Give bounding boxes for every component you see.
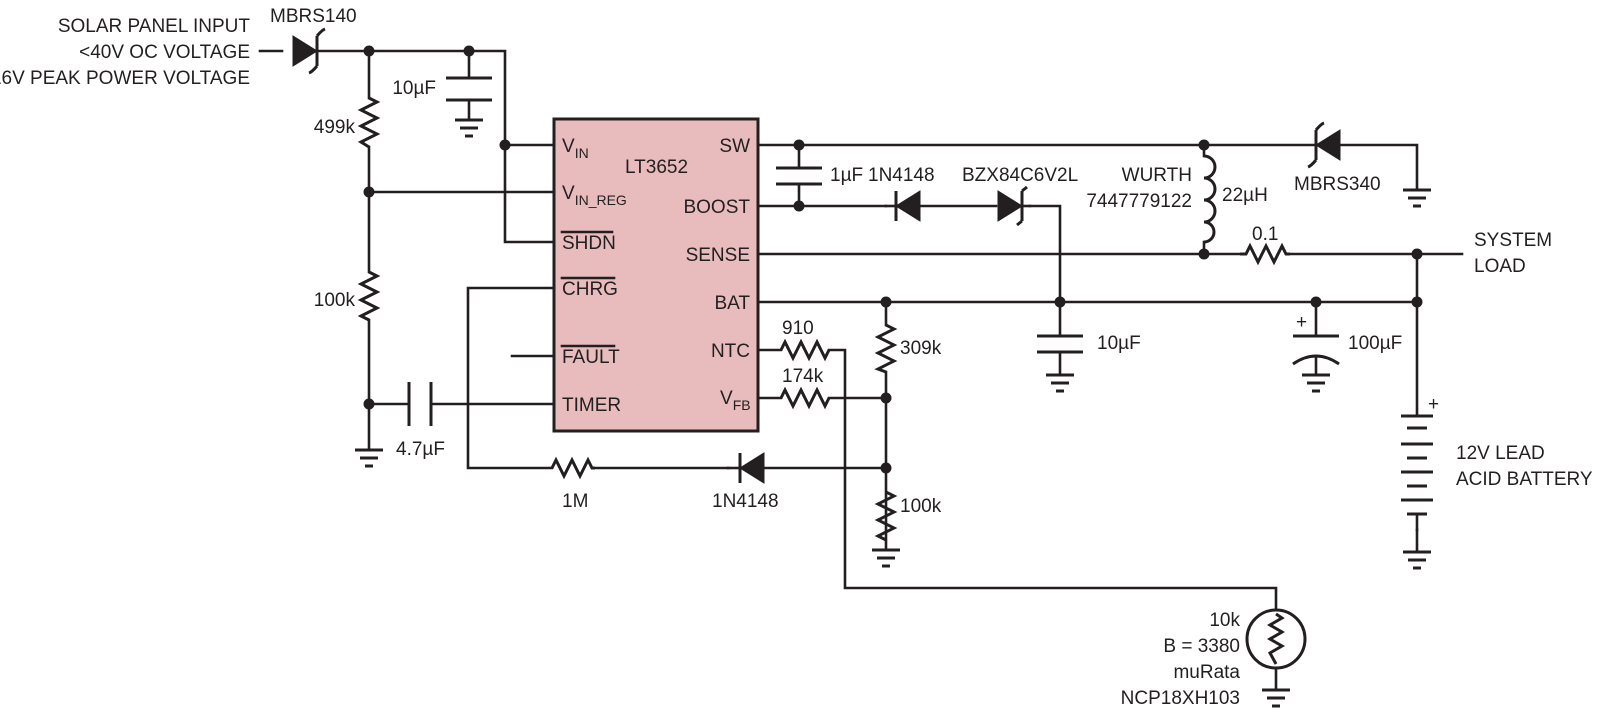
resistor-910 (779, 338, 831, 362)
pin-ntc: NTC (711, 341, 750, 362)
pin-vin-reg: VIN_REG (562, 183, 627, 208)
thermistor-ntc (1245, 608, 1307, 670)
label-100k-divider: 100k (314, 290, 356, 311)
resistor-100k-divider (357, 270, 381, 322)
pin-vin: VIN (562, 136, 589, 161)
resistor-sense (1240, 242, 1290, 266)
pin-timer: TIMER (562, 395, 621, 416)
label-battery-2: ACID BATTERY (1456, 469, 1593, 490)
ground-mbrs340 (1403, 188, 1431, 208)
ground-thermistor (1262, 688, 1290, 708)
label-bzx84c6v2l: BZX84C6V2L (962, 165, 1078, 186)
label-r-174k: 174k (782, 366, 824, 387)
label-thermistor-b: B = 3380 (1163, 636, 1240, 657)
label-load-2: LOAD (1474, 256, 1526, 277)
label-c-in: 10µF (392, 78, 436, 99)
pin-sw: SW (719, 136, 750, 157)
label-inductor-val: 22µH (1222, 185, 1268, 206)
label-c-out: 100µF (1348, 333, 1402, 354)
resistor-499k (357, 96, 381, 149)
capacitor-bat (1037, 334, 1083, 354)
ground-battery (1403, 550, 1431, 570)
input-label-1: SOLAR PANEL INPUT (58, 16, 251, 37)
diode-mbrs140 (292, 27, 326, 75)
ground-c-bat (1046, 373, 1074, 393)
ic-lt3652 (552, 117, 760, 433)
pin-sense: SENSE (686, 245, 750, 266)
resistor-1m (550, 456, 595, 480)
wires (258, 49, 1464, 692)
label-c-out-plus: + (1296, 312, 1307, 333)
label-c-bat: 10µF (1097, 333, 1141, 354)
label-499k: 499k (314, 117, 356, 138)
label-r-sense: 0.1 (1252, 224, 1278, 245)
label-c-boost: 1µF (830, 165, 863, 186)
label-thermistor-val: 10k (1209, 610, 1240, 631)
battery-12v (1401, 414, 1433, 532)
zener-bzx84c6v2l (997, 185, 1032, 227)
ground-c-out (1302, 373, 1330, 393)
ground-divider (355, 448, 383, 468)
label-r-910: 910 (782, 318, 814, 339)
label-battery-1: 12V LEAD (1456, 443, 1545, 464)
label-thermistor-pn: NCP18XH103 (1121, 688, 1240, 709)
input-label-2: <40V OC VOLTAGE (79, 42, 250, 63)
resistor-174k (779, 386, 831, 410)
resistor-100k-fb (874, 490, 898, 542)
label-r-100k-fb: 100k (900, 496, 942, 517)
label-1n4148-fb: 1N4148 (712, 491, 779, 512)
label-c-timer: 4.7µF (396, 439, 445, 460)
pin-shdn: SHDN (562, 233, 616, 254)
pin-boost: BOOST (683, 197, 750, 218)
pin-chrg: CHRG (562, 279, 618, 300)
input-label-3: 16V PEAK POWER VOLTAGE (0, 68, 250, 89)
ground-fb (872, 548, 900, 568)
capacitor-timer (407, 382, 433, 426)
pin-vfb: VFB (720, 388, 751, 413)
label-inductor-mfr: WURTH (1122, 165, 1192, 186)
label-thermistor-mfr: muRata (1173, 662, 1240, 683)
ic-name: LT3652 (625, 157, 688, 178)
resistor-309k (874, 323, 898, 374)
junction-dots (363, 45, 1423, 474)
label-batt-plus: + (1428, 394, 1439, 415)
pin-fault: FAULT (562, 347, 620, 368)
label-mbrs340: MBRS340 (1294, 174, 1381, 195)
diode-1n4148-fb (726, 452, 765, 484)
label-1m: 1M (562, 491, 588, 512)
ground-input-cap (455, 118, 483, 138)
label-load-1: SYSTEM (1474, 230, 1552, 251)
capacitor-100uf (1292, 334, 1340, 366)
label-1n4148-boost: 1N4148 (868, 165, 935, 186)
label-r-309k: 309k (900, 338, 942, 359)
capacitor-boost (776, 166, 822, 186)
capacitor-input (446, 76, 492, 102)
pin-bat: BAT (714, 293, 750, 314)
label-mbrs140: MBRS140 (270, 6, 357, 27)
diode-mbrs340 (1307, 121, 1341, 169)
label-inductor-pn: 7447779122 (1086, 191, 1192, 212)
diode-1n4148-boost (884, 190, 921, 222)
inductor-22uh (1203, 154, 1217, 244)
